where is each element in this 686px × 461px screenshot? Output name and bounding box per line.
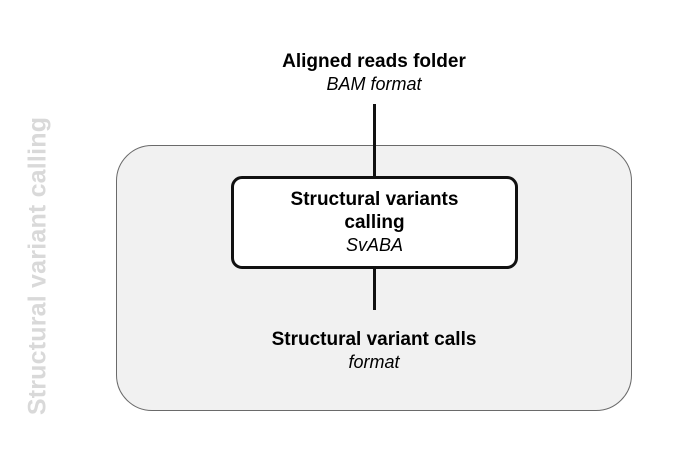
process-node-tool: SvABA [345,235,404,255]
output-node-format: format [348,352,400,372]
connector-input-to-process [373,104,376,182]
process-node-title-line2: calling [344,212,405,233]
input-node-format: BAM format [326,74,422,94]
input-node: Aligned reads folder BAM format [224,50,524,96]
input-node-title: Aligned reads folder [282,51,466,72]
process-node-title-line1: Structural variants [290,189,459,210]
group-side-label: Structural variant calling [23,116,52,416]
output-node: Structural variant calls format [224,328,524,374]
connector-process-to-output [373,266,376,310]
process-node[interactable]: Structural variants calling SvABA [231,176,518,269]
output-node-title: Structural variant calls [271,329,477,350]
